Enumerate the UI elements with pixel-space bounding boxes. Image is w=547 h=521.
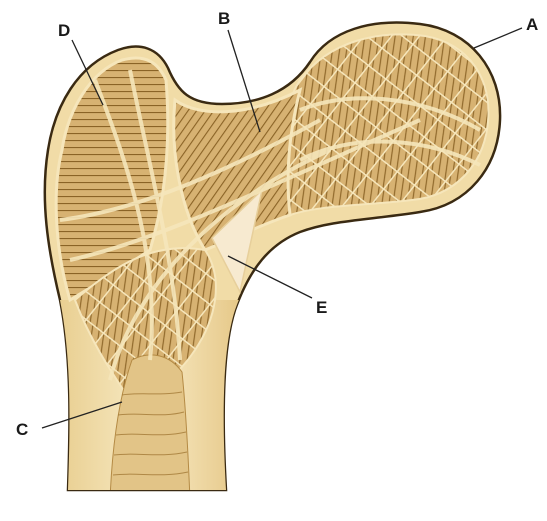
leader-a bbox=[474, 28, 522, 48]
label-e: E bbox=[316, 298, 327, 317]
label-b: B bbox=[218, 9, 230, 28]
label-c: C bbox=[16, 420, 28, 439]
label-d: D bbox=[58, 21, 70, 40]
label-a: A bbox=[526, 15, 538, 34]
